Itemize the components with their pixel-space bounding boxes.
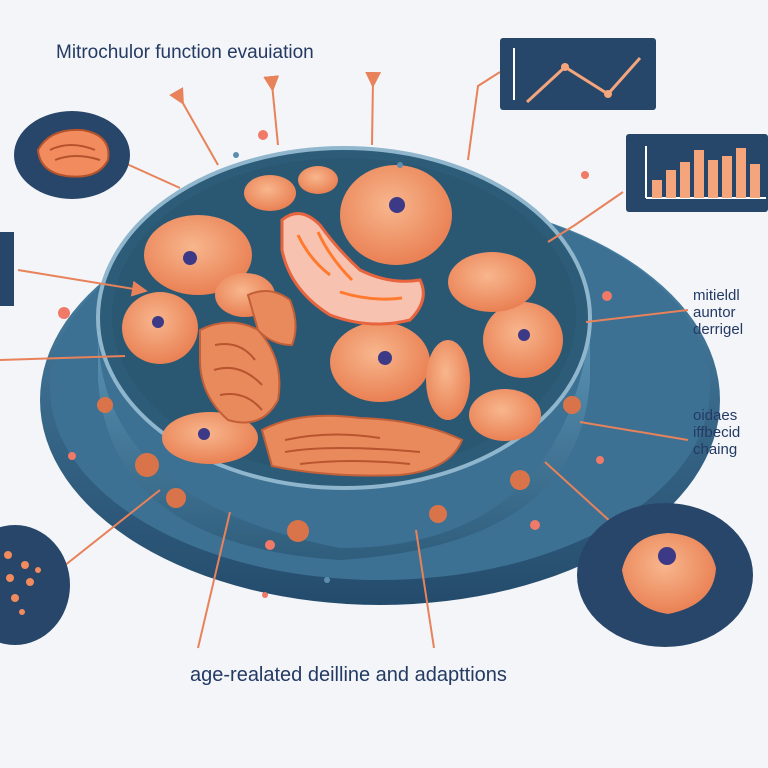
nucleus: [183, 251, 197, 265]
line-chart-icon: [525, 57, 642, 104]
right-label-top-line: derrigel: [693, 320, 744, 338]
right-label-top-line: auntor: [693, 303, 736, 321]
diagram-caption: age-realated deilline and adapttions: [190, 664, 507, 686]
left-inset: [0, 232, 14, 306]
mitochondrion-folded: [280, 212, 425, 326]
nucleus: [198, 428, 210, 440]
bar-chart-icon: [652, 148, 760, 198]
vesicles-icon: [4, 551, 41, 615]
right-label-bottom: oidaes iffbecid chaing: [693, 407, 741, 458]
cell: [426, 340, 470, 420]
cell-icon: [622, 533, 716, 614]
particles: [58, 130, 612, 598]
diagram-title: Mitrochulor function evauiation: [56, 42, 314, 63]
cell-inset: [577, 503, 753, 647]
nucleus: [389, 197, 405, 213]
cell: [340, 165, 452, 265]
cell: [162, 412, 258, 464]
cell: [122, 292, 198, 364]
cell: [298, 166, 338, 194]
cell: [469, 389, 541, 441]
nucleus: [518, 329, 530, 341]
right-label-bottom-line: chaing: [693, 440, 738, 458]
bar-chart-inset: [626, 134, 768, 212]
nucleus: [378, 351, 392, 365]
cell-cluster: [122, 165, 563, 477]
cell: [448, 252, 536, 312]
nucleus: [152, 316, 164, 328]
wall-cells: [97, 396, 581, 542]
right-label-bottom-line: oidaes: [693, 407, 738, 424]
mitochondrion-folded: [246, 290, 297, 347]
line-chart-inset: [500, 38, 656, 110]
mitochondrion-inset: [14, 111, 130, 199]
vesicles-inset: [0, 525, 70, 645]
cell: [144, 215, 252, 295]
mitochondrion-folded: [260, 414, 464, 477]
mitochondrion-folded: [199, 321, 281, 424]
right-label-top: mitieldl auntor derrigel: [693, 287, 744, 338]
right-label-bottom-line: iffbecid: [693, 423, 741, 441]
mitochondrion-icon: [36, 128, 110, 178]
right-label-top-line: mitieldl: [693, 287, 740, 304]
cell: [244, 175, 296, 211]
